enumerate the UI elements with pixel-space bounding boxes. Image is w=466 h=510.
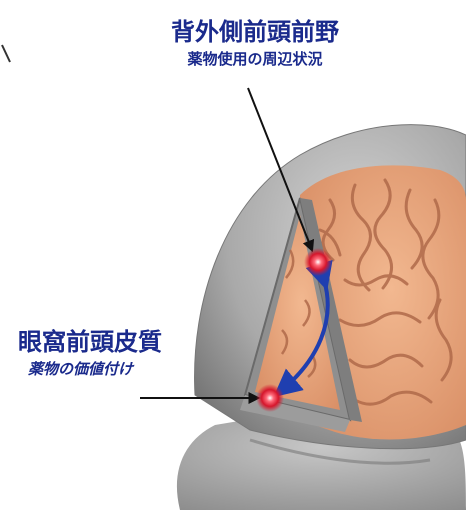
ofc-marker [256,384,284,412]
dlpfc-marker [304,248,332,276]
ofc-title: 眼窩前頭皮質 [18,322,178,357]
dlpfc-title: 背外側前頭前野 [150,12,360,47]
dlpfc-subtitle: 薬物使用の周辺状況 [150,48,360,69]
ofc-subtitle: 薬物の価値付け [28,358,188,379]
